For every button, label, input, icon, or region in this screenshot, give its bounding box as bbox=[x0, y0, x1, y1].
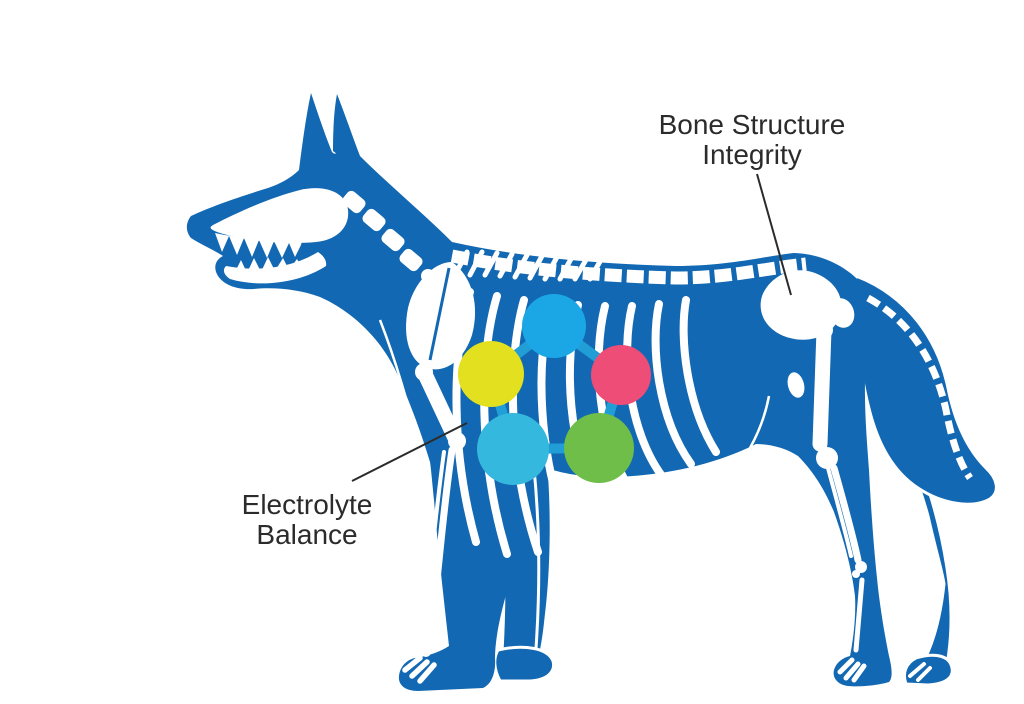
node-left bbox=[458, 341, 524, 407]
label-electrolyte-line2: Balance bbox=[256, 519, 357, 550]
tail bbox=[850, 273, 998, 506]
hind-toe-bones bbox=[837, 657, 867, 683]
far-front-leg-bone bbox=[532, 467, 541, 649]
radius-ulna-inner bbox=[424, 450, 446, 614]
radius-ulna bbox=[424, 446, 456, 652]
hock-joint bbox=[855, 561, 867, 573]
label-bone-structure-line2: Integrity bbox=[702, 139, 802, 170]
metatarsal bbox=[853, 577, 865, 653]
lower-teeth bbox=[234, 257, 312, 278]
upper-teeth bbox=[215, 233, 303, 258]
far-hind-toe-bones bbox=[908, 662, 932, 682]
leader-line-bone-structure bbox=[756, 173, 792, 296]
femur bbox=[812, 322, 832, 452]
label-bone-structure-line1: Bone Structure bbox=[659, 109, 846, 140]
neck-vertebrae bbox=[342, 190, 435, 283]
groin-contour bbox=[748, 395, 771, 449]
scapula-ridge bbox=[428, 267, 451, 361]
tibia bbox=[830, 464, 862, 564]
hip-notch bbox=[787, 372, 805, 398]
node-right bbox=[591, 345, 651, 405]
tibia-inner bbox=[826, 466, 853, 558]
tail-vertebrae bbox=[866, 294, 973, 481]
humerus bbox=[416, 364, 464, 448]
stifle-joint bbox=[816, 447, 838, 469]
far-hind-leg-bone bbox=[925, 559, 934, 656]
leader-line-electrolyte bbox=[351, 422, 468, 482]
dog-body bbox=[186, 93, 998, 691]
spine bbox=[450, 249, 807, 285]
node-bottom-right bbox=[564, 413, 634, 483]
ischium bbox=[829, 298, 855, 328]
spinous-processes bbox=[452, 249, 605, 282]
skull bbox=[210, 188, 349, 243]
node-network bbox=[458, 294, 651, 485]
front-toe-bones bbox=[402, 655, 437, 684]
node-top bbox=[522, 294, 586, 358]
node-bottom-left bbox=[477, 413, 549, 485]
far-front-paw bbox=[493, 645, 556, 683]
hock-joint-small bbox=[852, 570, 860, 578]
chest-contour bbox=[378, 319, 418, 437]
annotations: Bone Structure Integrity Electrolyte Bal… bbox=[242, 109, 846, 550]
label-electrolyte-line1: Electrolyte bbox=[242, 489, 373, 520]
